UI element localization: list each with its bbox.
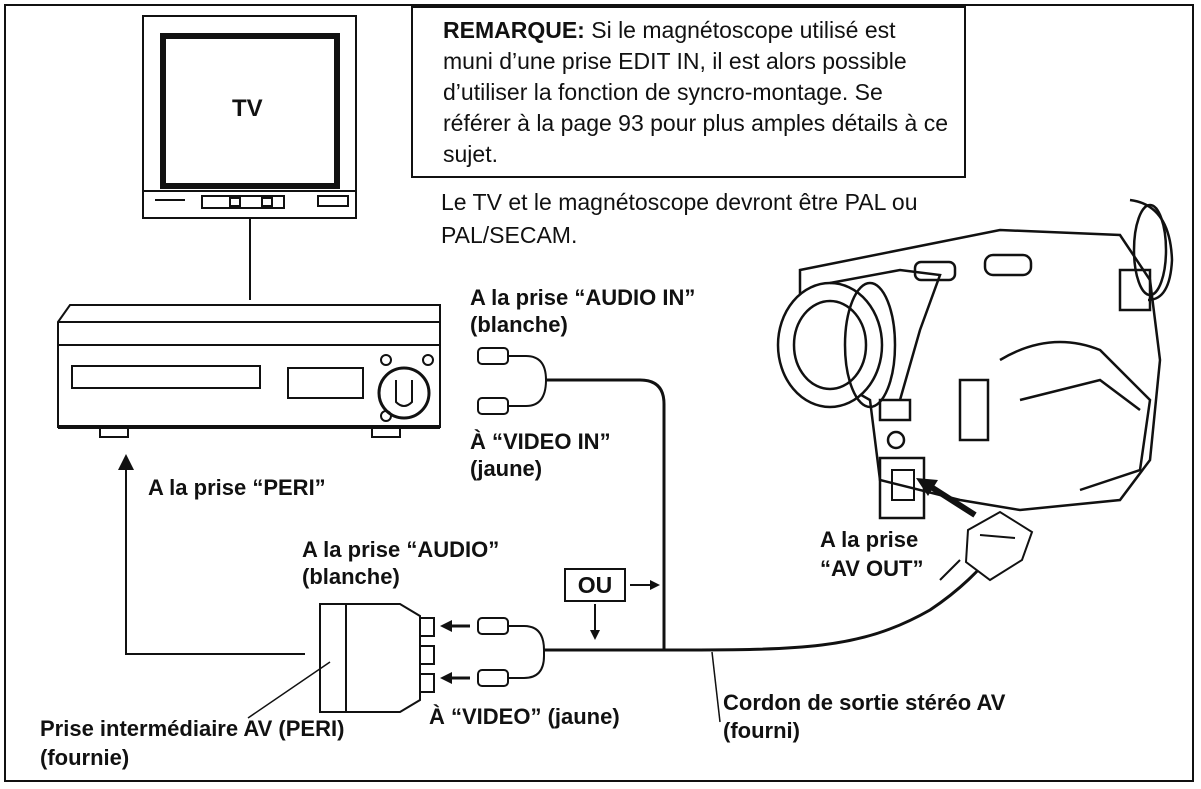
rca-plug-icon — [477, 617, 545, 687]
label-av-out-1: A la prise — [820, 527, 919, 552]
rca-plug-icon — [477, 347, 548, 415]
label-video-in: À “VIDEO IN” — [470, 429, 611, 454]
label-audio: A la prise “AUDIO” — [302, 537, 500, 562]
info-text: Le TV et le magnétoscope devront être PA… — [441, 189, 918, 248]
label-cord-1: Cordon de sortie stéréo AV — [723, 690, 1006, 715]
tv-label: TV — [232, 95, 263, 122]
arrow-down-icon — [590, 630, 600, 640]
note-box: REMARQUE: Si le magnétoscope utilisé est… — [411, 6, 966, 178]
label-audio-in-color: (blanche) — [470, 312, 568, 337]
label-cord-2: (fourni) — [723, 718, 800, 743]
vcr-icon — [57, 304, 441, 438]
label-peri: A la prise “PERI” — [148, 475, 326, 500]
ou-badge: OU — [564, 568, 626, 602]
upper-cable — [546, 378, 666, 650]
label-adapter-1: Prise intermédiaire AV (PERI) — [40, 716, 345, 741]
arrow-icon — [916, 478, 938, 496]
diagram-frame — [4, 4, 1194, 782]
peri-cable — [125, 470, 305, 655]
arrow-up-icon — [118, 454, 134, 470]
note-text: Si le magnétoscope utilisé est muni d’un… — [443, 17, 949, 167]
label-av-out-2: “AV OUT” — [820, 556, 924, 581]
label-adapter-2: (fournie) — [40, 745, 130, 770]
arrow-right-icon — [650, 580, 660, 590]
av-adapter-icon — [319, 603, 435, 713]
arrow-left-icon — [440, 620, 452, 632]
tv-icon — [142, 15, 357, 219]
av-plug-icon — [939, 510, 1034, 582]
av-cord — [663, 544, 1002, 652]
label-audio-in: A la prise “AUDIO IN” — [470, 285, 696, 310]
label-video-in-color: (jaune) — [470, 456, 543, 481]
note-heading: REMARQUE: — [443, 17, 585, 43]
label-audio-color: (blanche) — [302, 564, 400, 589]
label-video: À “VIDEO” (jaune) — [429, 704, 620, 729]
arrow-left-icon — [440, 672, 452, 684]
camcorder-icon — [776, 198, 1174, 520]
